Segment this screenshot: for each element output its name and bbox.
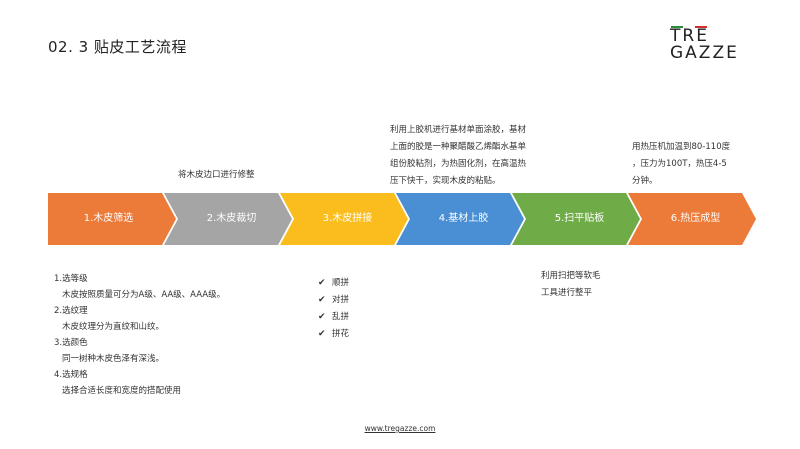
criteria-description: 同一树种木皮色泽有深浅。 (62, 354, 165, 364)
criteria-heading: 4.选规格 (54, 370, 88, 380)
step-chevron-2 (164, 193, 292, 245)
step-label-6: 6.热压成型 (670, 213, 721, 224)
logo-text: TRE GAZZE (670, 26, 739, 63)
sweep-note-line: 工具进行整平 (541, 288, 593, 298)
process-chevrons (48, 193, 756, 245)
glue-note-line: 上面的胶是一种聚醋酸乙烯酯水基单 (390, 142, 527, 152)
logo-flag-bars (671, 26, 707, 28)
splicing-method: 顺拼 (332, 278, 350, 288)
step-chevron-1 (48, 193, 176, 245)
criteria-description: 木皮纹理分为直纹和山纹。 (62, 322, 165, 332)
criteria-description: 木皮按照质量可分为A级、AA级、AAA级。 (62, 290, 226, 300)
step-label-5: 5.扫平贴板 (554, 213, 605, 224)
step-chevron-5 (512, 193, 640, 245)
criteria-heading: 3.选颜色 (54, 338, 88, 348)
press-note-line: 分钟。 (632, 176, 658, 186)
list-item: ✔ 对拼 (318, 292, 349, 309)
press-note: 用热压机加温到80-110度 ，压力为100T，热压4-5 分钟。 (632, 139, 730, 190)
list-item: ✔ 乱拼 (318, 309, 349, 326)
splicing-method: 对拼 (332, 295, 350, 305)
website-link[interactable]: www.tregazze.com (364, 424, 436, 433)
glue-note-line: 压下快干，实现木皮的粘贴。 (390, 176, 501, 186)
press-note-line: ，压力为100T，热压4-5 (632, 159, 727, 169)
brand-logo: TRE GAZZE (670, 26, 774, 62)
glue-note-line: 利用上胶机进行基材单面涂胶，基材 (390, 125, 527, 135)
logo-bar-red (695, 26, 707, 28)
press-note-line: 用热压机加温到80-110度 (632, 142, 731, 152)
step-chevron-3 (280, 193, 408, 245)
trim-note: 将木皮边口进行修整 (178, 170, 255, 180)
step-label-1: 1.木皮筛选 (83, 213, 134, 224)
check-icon: ✔ (318, 278, 326, 288)
step-chevron-6 (628, 193, 756, 245)
list-item: ✔ 顺拼 (318, 275, 349, 292)
criteria-description: 选择合适长度和宽度的搭配使用 (62, 386, 182, 396)
splicing-method: 乱拼 (332, 312, 350, 322)
step-label-4: 4.基材上胶 (438, 213, 489, 224)
logo-bar-white (683, 26, 695, 28)
glue-note-line: 组份胶粘剂，为热固化剂，在高温热 (390, 159, 527, 169)
criteria-heading: 1.选等级 (54, 274, 88, 284)
criteria-heading: 2.选纹理 (54, 306, 88, 316)
sweep-note: 利用扫把等软毛 工具进行整平 (541, 268, 601, 302)
list-item: ✔ 拼花 (318, 326, 349, 343)
splicing-method: 拼花 (332, 329, 350, 339)
process-flow: 1.木皮筛选 2.木皮裁切 3.木皮拼接 4.基材上胶 5.扫平贴板 6.热压成… (48, 193, 756, 245)
check-icon: ✔ (318, 312, 326, 322)
step-label-3: 3.木皮拼接 (322, 213, 373, 224)
splicing-methods-list: ✔ 顺拼 ✔ 对拼 ✔ 乱拼 ✔ 拼花 (318, 275, 349, 343)
step-chevron-4 (396, 193, 524, 245)
logo-bar-green (671, 26, 683, 28)
sweep-note-line: 利用扫把等软毛 (541, 271, 601, 281)
check-icon: ✔ (318, 329, 326, 339)
glue-note: 利用上胶机进行基材单面涂胶，基材 上面的胶是一种聚醋酸乙烯酯水基单 组份胶粘剂，… (390, 122, 526, 190)
check-icon: ✔ (318, 295, 326, 305)
page-title: 02. 3 贴皮工艺流程 (48, 38, 187, 56)
selection-criteria-list: 1.选等级 木皮按照质量可分为A级、AA级、AAA级。 2.选纹理 木皮纹理分为… (54, 271, 225, 399)
step-label-2: 2.木皮裁切 (206, 213, 257, 224)
